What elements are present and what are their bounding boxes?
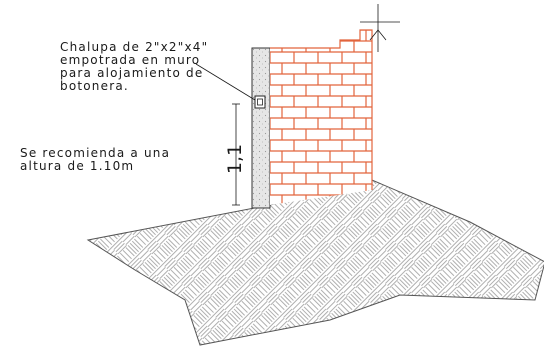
wall-section — [251, 47, 271, 209]
brick-wall — [270, 30, 372, 205]
height-dimension-label: 1,1 — [224, 143, 247, 175]
brick-wall-outline — [270, 29, 373, 190]
ground-surface — [86, 179, 544, 346]
mount-note-line-1: Chalupa de 2"x2"x4" — [60, 40, 209, 54]
mount-note-line-3: para alojamiento de — [60, 66, 204, 80]
height-note-line-2: altura de 1.10m — [20, 159, 135, 173]
button-box — [254, 95, 266, 109]
mount-note-line-2: empotrada en muro — [60, 53, 201, 67]
section-cut-mark — [360, 4, 400, 52]
mount-note: Chalupa de 2"x2"x4" empotrada en muro pa… — [60, 41, 208, 93]
mount-note-line-4: botonera. — [60, 79, 129, 93]
mount-note-leader — [195, 63, 256, 101]
height-note: Se recomienda a una altura de 1.10m — [20, 147, 170, 173]
height-note-line-1: Se recomienda a una — [20, 146, 171, 160]
